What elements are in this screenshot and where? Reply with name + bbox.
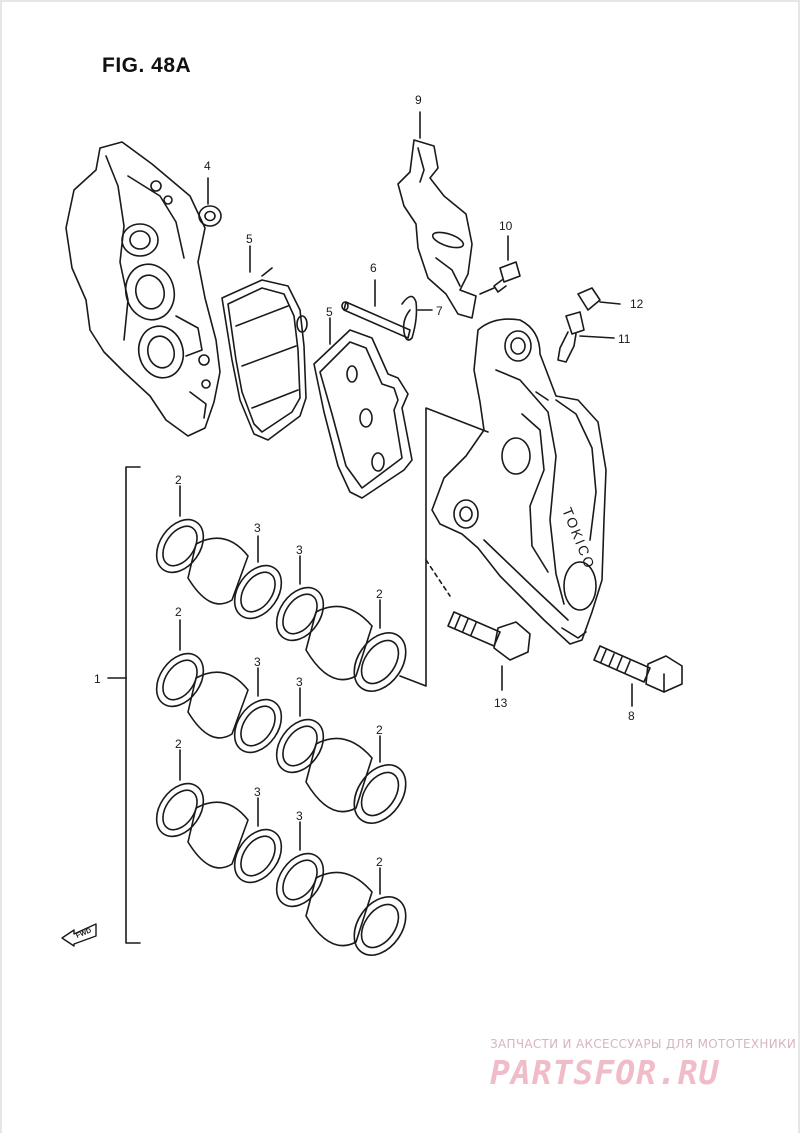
fwd-arrow-icon: FWD: [61, 923, 97, 947]
seal-row-3-right: [275, 821, 407, 956]
callout-3: 3: [296, 675, 303, 689]
part-11-bleeder-valve: [557, 311, 615, 363]
callout-8: 8: [628, 709, 635, 723]
seal-row-2-right: [275, 687, 407, 824]
callout-2: 2: [175, 605, 182, 619]
part-12-bleeder-cap: [577, 287, 621, 311]
watermark-logo: PARTSFOR.RU: [490, 1053, 720, 1092]
callout-5: 5: [326, 305, 333, 319]
callout-2: 2: [376, 723, 383, 737]
sheet-top-edge: [0, 0, 800, 2]
sheet-left-edge: [0, 0, 2, 1133]
seal-row-2-left: [155, 619, 283, 754]
callout-11: 11: [618, 332, 631, 346]
callout-1: 1: [94, 672, 101, 686]
part-9-pad-spring-bracket: [397, 111, 477, 319]
callout-4: 4: [204, 159, 211, 173]
part-13-mounting-bolt: [447, 611, 531, 691]
part-8-mounting-bolt: [593, 645, 683, 707]
callout-3: 3: [254, 785, 261, 799]
callout-13: 13: [494, 696, 508, 710]
caliper-half-left: [65, 141, 221, 437]
callout-3: 3: [254, 655, 261, 669]
callout-3: 3: [296, 809, 303, 823]
callout-3: 3: [254, 521, 261, 535]
part-5-brake-pad-right: [313, 317, 413, 499]
part-6-pad-pin: [341, 279, 411, 339]
sheet-right-edge: [798, 0, 800, 1133]
seal-row-1-right: [275, 555, 407, 692]
callout-5: 5: [246, 232, 253, 246]
callout-2: 2: [175, 737, 182, 751]
callout-2: 2: [175, 473, 182, 487]
callout-9: 9: [415, 93, 422, 107]
seal-row-3-left: [155, 749, 283, 884]
part-5-brake-pad-left: [221, 245, 308, 441]
part-10-bolt: [479, 235, 521, 295]
part-4-washer: [198, 177, 222, 227]
callout-2: 2: [376, 587, 383, 601]
figure-title: FIG. 48A: [102, 54, 192, 77]
callout-12: 12: [630, 297, 644, 311]
caliper-half-right: [431, 318, 607, 645]
callout-2: 2: [376, 855, 383, 869]
callout-6: 6: [370, 261, 377, 275]
part-1-piston-kit-bracket: [107, 407, 489, 944]
seal-row-1-left: [155, 485, 283, 620]
watermark-tagline: ЗАПЧАСТИ И АКСЕССУАРЫ ДЛЯ МОТОТЕХНИКИ: [490, 1037, 797, 1051]
callout-3: 3: [296, 543, 303, 557]
part-7-clip: [401, 295, 433, 341]
callout-7: 7: [436, 304, 443, 318]
callout-10: 10: [499, 219, 513, 233]
